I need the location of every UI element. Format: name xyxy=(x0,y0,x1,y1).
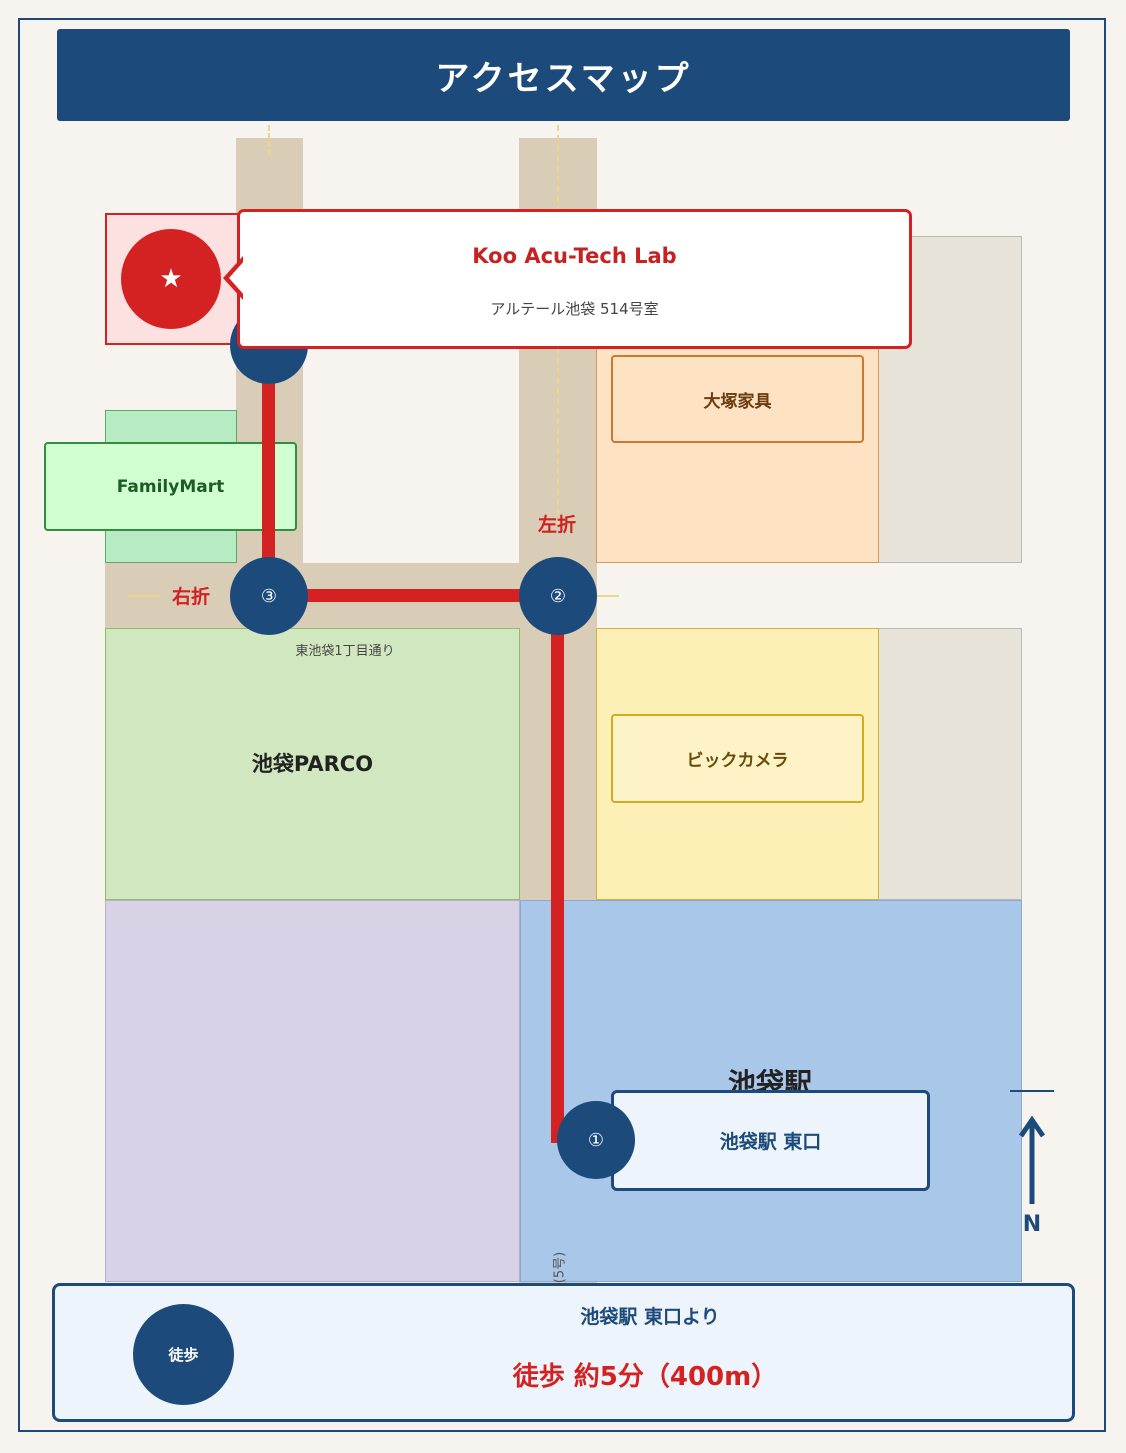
step-2-number: ② xyxy=(549,585,567,607)
otsuka-label: 大塚家具 xyxy=(703,391,772,412)
familymart-label: FamilyMart xyxy=(116,476,225,497)
walk-badge: 徒歩 xyxy=(133,1304,234,1405)
otsuka-card: 大塚家具 xyxy=(611,355,864,443)
footer-panel: 徒歩 池袋駅 東口より 徒歩 約5分（400m） xyxy=(52,1283,1075,1422)
compass-label: N xyxy=(1022,1212,1042,1237)
bic-label: ビックカメラ xyxy=(686,751,789,771)
parco-label: 池袋PARCO xyxy=(251,752,374,776)
page-title: アクセスマップ xyxy=(435,58,692,99)
walk-badge-label: 徒歩 xyxy=(168,1346,199,1364)
footer-time: 徒歩 約5分（400m） xyxy=(512,1362,778,1392)
compass-bar xyxy=(1010,1090,1054,1092)
road-center-dash-west xyxy=(268,125,270,155)
route-segment-vertical-south xyxy=(551,595,564,1143)
callout-pointer-inner xyxy=(229,260,245,296)
road-label-east-ikebukuro: 東池袋1丁目通り xyxy=(295,644,395,659)
footer-from: 池袋駅 東口より xyxy=(580,1306,720,1328)
north-arrow-icon xyxy=(1018,1115,1046,1204)
station-exit-card: 池袋駅 東口 xyxy=(611,1090,930,1191)
destination-marker: ★ xyxy=(121,229,221,329)
familymart-card: FamilyMart xyxy=(44,442,297,531)
star-icon: ★ xyxy=(159,264,183,294)
turn-label-right: 右折 xyxy=(172,586,211,608)
route-segment-vertical-north xyxy=(262,345,275,597)
route-segment-horizontal xyxy=(268,589,558,602)
step-1-number: ① xyxy=(587,1129,605,1151)
step-3-number: ③ xyxy=(260,585,278,607)
destination-name: Koo Acu-Tech Lab xyxy=(472,244,677,268)
road-center-dash-horizontal xyxy=(128,595,160,597)
station-exit-label: 池袋駅 東口 xyxy=(719,1131,822,1153)
block-parco xyxy=(105,628,520,900)
destination-address: アルテール池袋 514号室 xyxy=(490,300,659,318)
turn-label-left: 左折 xyxy=(538,514,577,536)
bic-card: ビックカメラ xyxy=(611,714,864,803)
destination-card: Koo Acu-Tech Lab アルテール池袋 514号室 xyxy=(237,209,912,349)
step-node-3: ③ xyxy=(230,557,308,635)
step-node-1: ① xyxy=(557,1101,635,1179)
compass: N xyxy=(1008,1090,1056,1240)
header-bar: アクセスマップ xyxy=(57,29,1070,121)
road-center-dash-horizontal-east xyxy=(597,595,619,597)
block-purple xyxy=(105,900,520,1282)
block-grey-east xyxy=(878,628,1022,900)
step-node-2: ② xyxy=(519,557,597,635)
